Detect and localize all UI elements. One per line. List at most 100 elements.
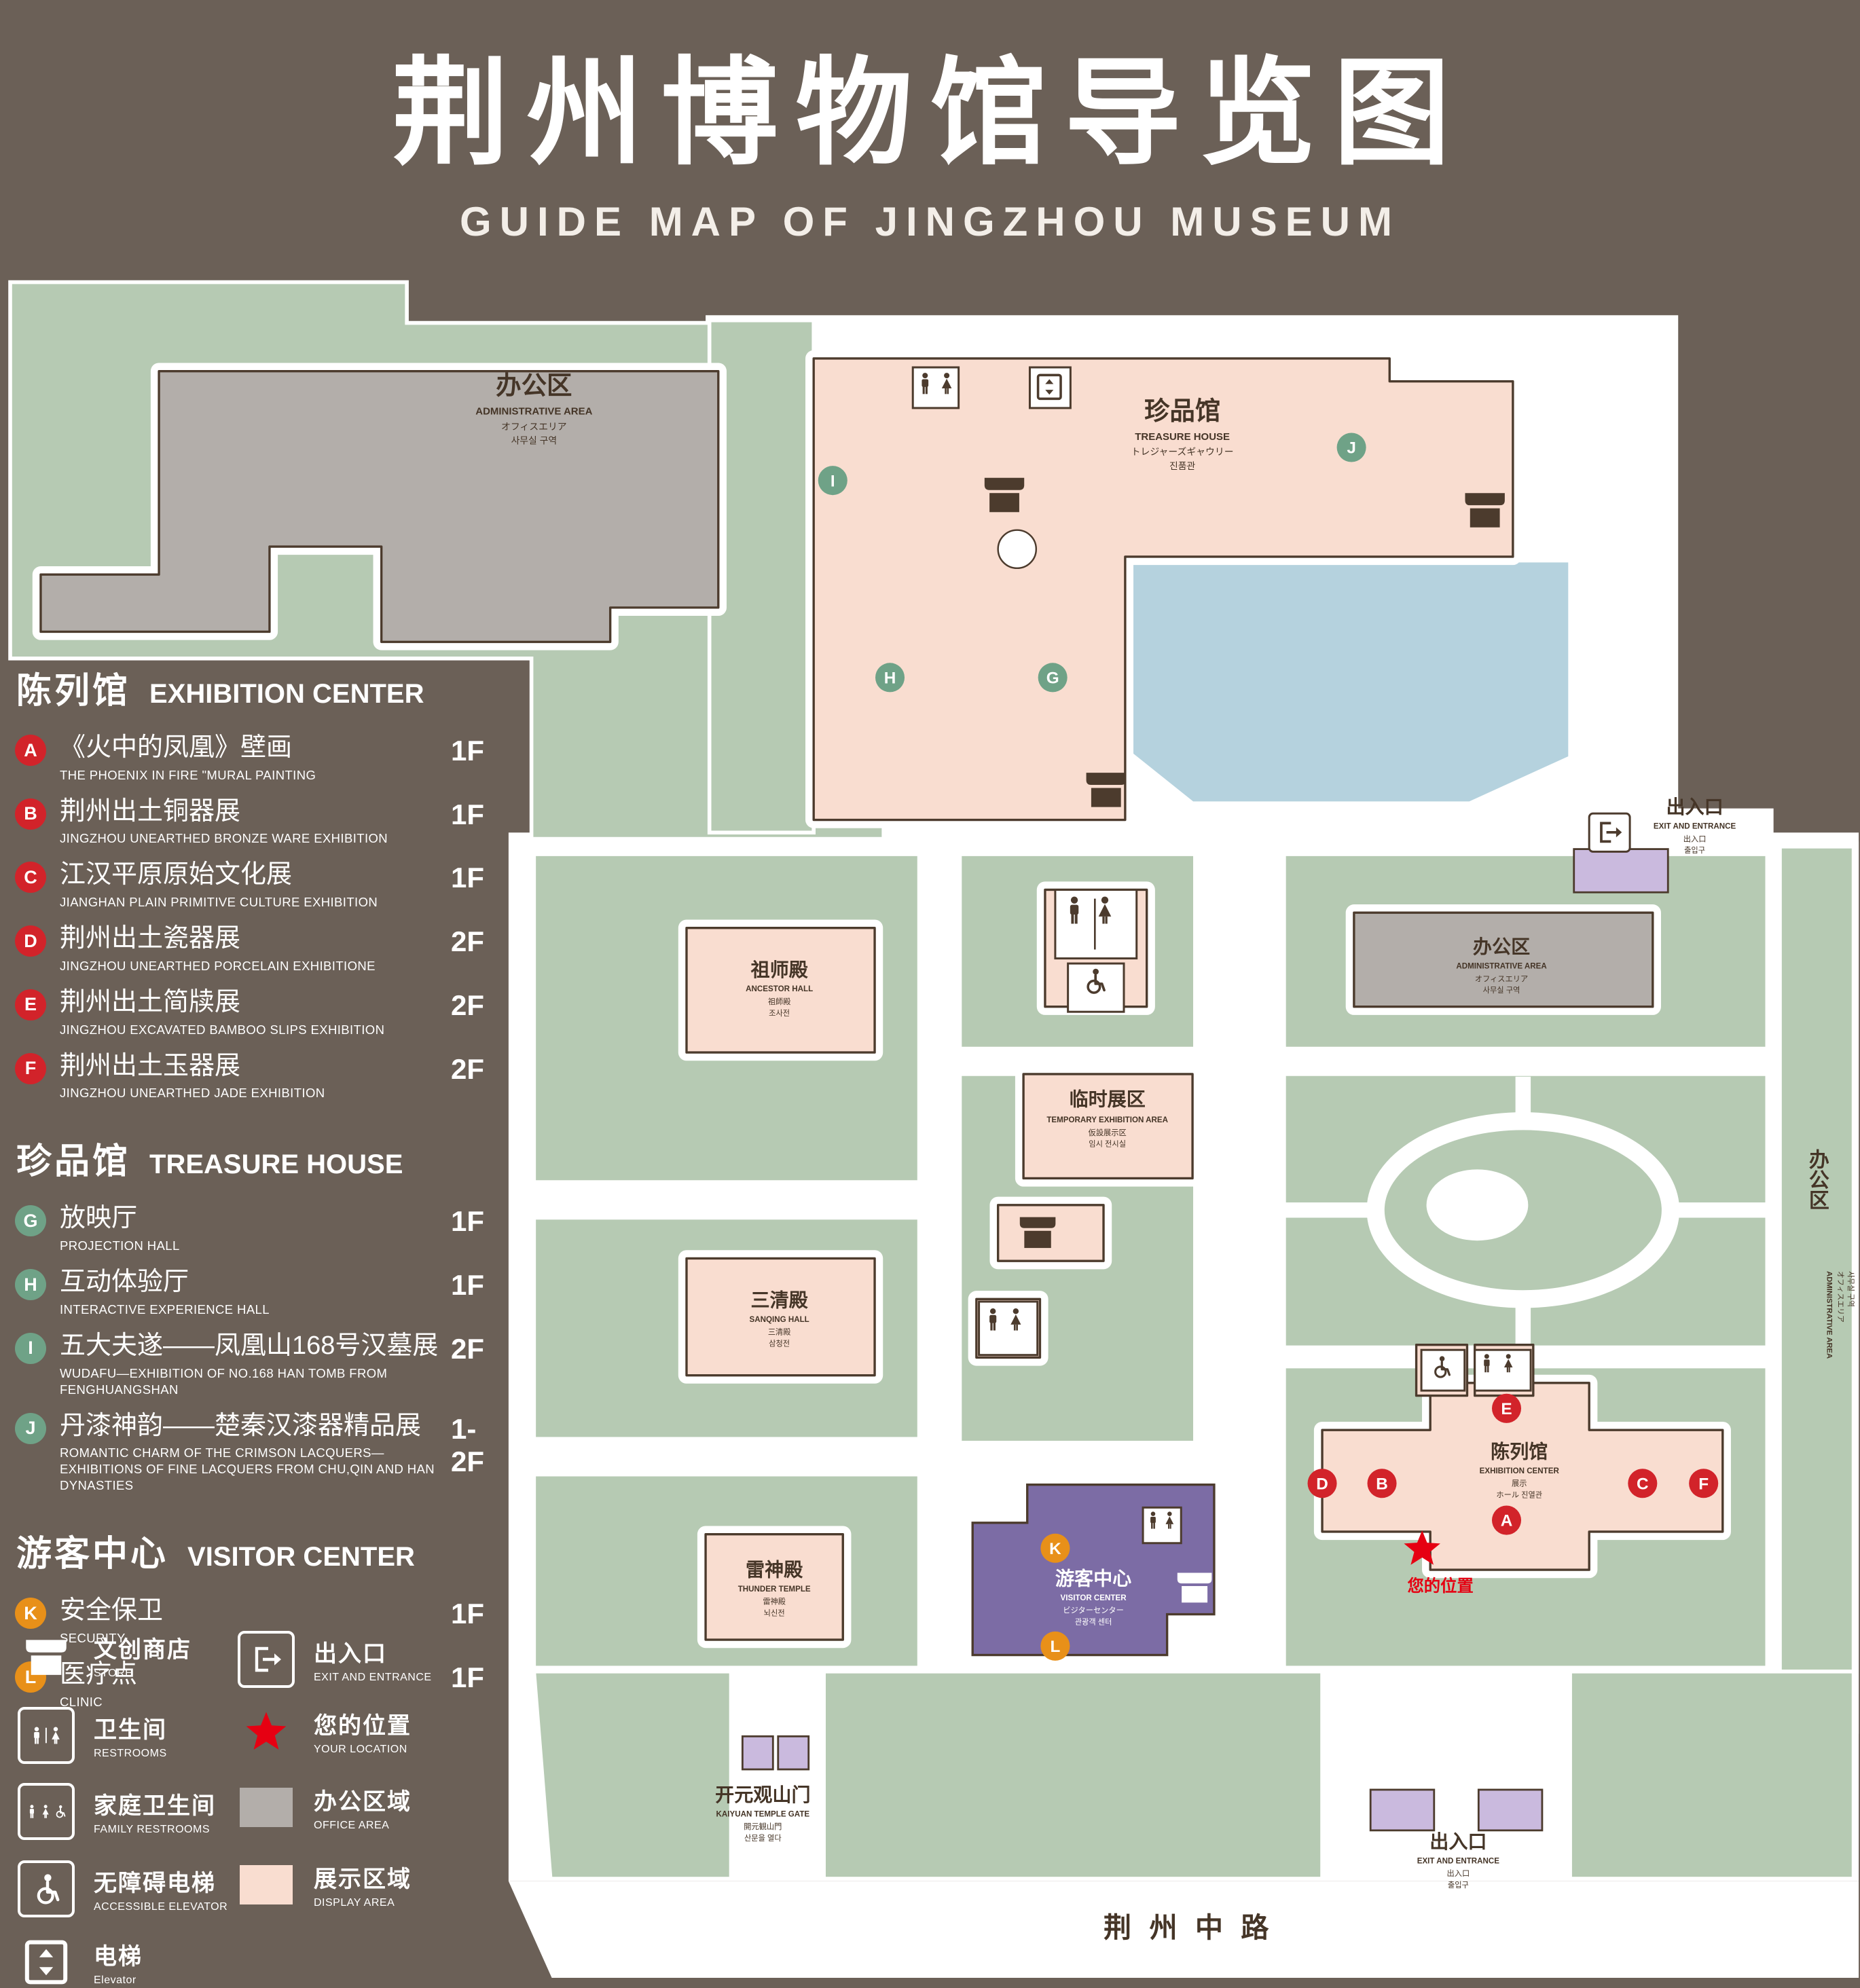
restroom-icon [15,1707,77,1764]
svg-text:出入口: 出入口 [1447,1869,1470,1878]
legend-item-i: I 五大夫遂——凤凰山168号汉墓展 WUDAFU—EXHIBITION OF … [15,1331,507,1398]
item-floor: 1F [451,1269,485,1302]
svg-text:사무실 구역: 사무실 구역 [511,435,558,445]
svg-text:조사전: 조사전 [769,1009,790,1018]
store-icon [15,1635,77,1676]
label-visitor-center: 游客中心 VISITOR CENTER ビジターセンター 관광객 센터 [1055,1568,1131,1627]
item-name-en: CLINIC [60,1694,103,1709]
legend-item-g: G 放映厅 PROJECTION HALL 1F [15,1204,507,1254]
store-icon [1086,773,1126,807]
marker-badge-g: G [15,1205,46,1237]
svg-text:開元観山門: 開元観山門 [744,1822,782,1831]
item-floor: 1F [451,1205,485,1238]
section-title-zh: 陈列馆 [16,671,131,711]
item-name-en: INTERACTIVE EXPERIENCE HALL [60,1302,270,1317]
restroom-icon [1054,888,1138,960]
store-icon [1465,493,1505,528]
section-title-en: TREASURE HOUSE [149,1149,403,1180]
svg-text:E: E [1501,1400,1512,1418]
svg-text:珍品馆: 珍品馆 [1144,397,1220,425]
svg-text:ANCESTOR HALL: ANCESTOR HALL [746,984,813,993]
item-name-en: JINGZHOU UNEARTHED JADE EXHIBITION [60,1086,325,1101]
svg-text:사무실 구역: 사무실 구역 [1846,1271,1855,1307]
page-title: 荆州博物馆导览图 [392,48,1468,179]
marker-badge-d: D [15,925,46,957]
svg-text:ホール 진열관: ホール 진열관 [1496,1490,1542,1499]
svg-text:开元观山门: 开元观山门 [715,1784,810,1805]
svg-text:관광객 센터: 관광객 센터 [1075,1618,1112,1627]
section-title-en: EXHIBITION CENTER [149,679,424,709]
marker-k: K [1040,1533,1070,1563]
item-name-zh: 江汉平原原始文化展 [60,860,293,889]
exit-icon [1588,812,1631,853]
item-name-en: JINGZHOU UNEARTHED PORCELAIN EXHIBITIONE [60,958,376,973]
svg-text:三清殿: 三清殿 [751,1290,809,1311]
section-title-zh: 珍品馆 [16,1142,131,1182]
item-name-en: JINGZHOU UNEARTHED BRONZE WARE EXHIBITIO… [60,831,388,846]
accessible-restroom-icon [1067,962,1125,1013]
label-kaiyuan-gate: 开元观山门 KAIYUAN TEMPLE GATE 開元観山門 산문을 열다 [715,1784,810,1843]
svg-text:I: I [831,472,835,490]
item-floor: 1F [451,1598,485,1630]
svg-text:임시 전시실: 임시 전시실 [1089,1140,1126,1149]
svg-text:出入口: 出入口 [1683,834,1707,843]
item-floor: 1F [451,735,485,767]
entrance-blocks [741,848,1669,1832]
store-icon [984,477,1025,513]
marker-badge-c: C [15,862,46,894]
marker-badge-e: E [15,989,46,1020]
svg-text:F: F [1698,1475,1709,1493]
map-markers: I J H G E D B C F A K L [818,432,1719,1661]
your-location-label: 您的位置 [1407,1577,1473,1596]
legend-item-f: F 荆州出土玉器展 JINGZHOU UNEARTHED JADE EXHIBI… [15,1052,507,1102]
entrance-south-1 [1369,1788,1436,1832]
svg-text:祖师殿: 祖师殿 [751,959,809,980]
exit-icon [235,1631,297,1688]
accessible-elevator-icon [1420,1348,1466,1392]
label-admin-east: 办公区 ADMINISTRATIVE AREA オフィスエリア 사무실 구역 [1806,1149,1855,1359]
item-floor: 1-2F [451,1412,485,1477]
label-admin-northwest: 办公区 ADMINISTRATIVE AREA オフィスエリア 사무실 구역 [475,371,592,445]
marker-badge-f: F [15,1052,46,1084]
label-exit-east: 出入口 EXIT AND ENTRANCE 出入口 출입구 [1654,796,1736,855]
section-title-zh: 游客中心 [16,1534,169,1575]
water-pond [1127,558,1572,805]
item-floor: 1F [451,798,485,830]
svg-text:H: H [884,669,896,687]
marker-badge-b: B [15,798,46,830]
svg-text:EXIT AND ENTRANCE: EXIT AND ENTRANCE [1417,1857,1500,1866]
legend-section-exhibition-center: 陈列馆 EXHIBITION CENTER [16,662,507,713]
svg-text:出入口: 出入口 [1666,796,1723,817]
svg-text:K: K [1049,1540,1061,1558]
svg-text:游客中心: 游客中心 [1055,1568,1131,1589]
marker-g: G [1038,663,1068,693]
restroom-icon [911,366,960,409]
label-temporary-exhibition: 临时展区 TEMPORARY EXHIBITION AREA 仮設展示区 임시 … [1046,1088,1168,1149]
item-name-en: SECURITY [60,1631,126,1646]
svg-text:KAIYUAN TEMPLE GATE: KAIYUAN TEMPLE GATE [716,1809,810,1818]
marker-h: H [875,663,905,693]
svg-text:출입구: 출입구 [1448,1881,1469,1890]
restroom-icon [978,1300,1039,1357]
building-treasure-house [812,357,1514,822]
marker-a: A [1491,1505,1522,1535]
entrance-east [1573,848,1669,894]
symbol-legend: 文创商店 STORE 卫生间 RESTROOMS 家庭卫生间 FAMILY RE… [15,1631,497,1986]
legend-display-area: 展示区域 DISPLAY AREA [235,1860,412,1909]
svg-text:SANQING HALL: SANQING HALL [750,1315,809,1324]
svg-text:THUNDER TEMPLE: THUNDER TEMPLE [738,1585,811,1594]
legend-restroom: 卫生间 RESTROOMS [15,1707,167,1764]
marker-b: B [1367,1469,1397,1498]
item-name-en: WUDAFU—EXHIBITION OF NO.168 HAN TOMB FRO… [60,1365,388,1397]
office-area-swatch [235,1788,297,1827]
legend-item-b: B 荆州出土铜器展 JINGZHOU UNEARTHED BRONZE WARE… [15,797,507,847]
gate-block-1 [741,1735,774,1771]
legend-your-location: 您的位置 YOUR LOCATION [235,1707,412,1756]
item-floor: 2F [451,1332,485,1365]
office-buildings [39,369,1654,1008]
svg-text:EXHIBITION CENTER: EXHIBITION CENTER [1480,1467,1560,1475]
svg-text:办公区: 办公区 [1473,936,1530,957]
label-thunder-temple: 雷神殿 THUNDER TEMPLE 雷神殿 뇌신전 [738,1559,811,1617]
